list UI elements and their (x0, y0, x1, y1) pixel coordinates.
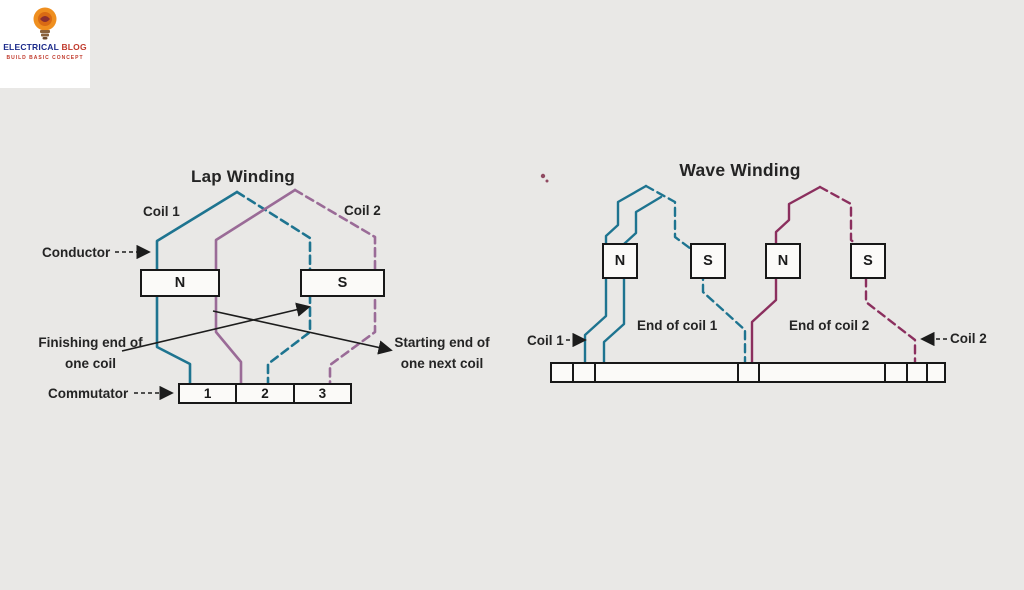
lap-coil2-solid-line (214, 188, 297, 389)
finishing-end-line2: one coil (64, 356, 116, 371)
lap-south-pole-label: S (337, 275, 348, 291)
commutator-segment-line (884, 364, 886, 381)
wave-commutator-bar (550, 362, 946, 383)
commutator-segment-line (594, 364, 596, 381)
commutator-segment: 3 (292, 385, 350, 402)
commutator-segment-line (906, 364, 908, 381)
logo-name: ELECTRICAL BLOG (3, 42, 87, 52)
finishing-end-arrow (121, 302, 311, 352)
wave-pole-s2-label: S (863, 253, 873, 269)
lap-north-pole-box: N (140, 269, 220, 297)
logo-tagline: BUILD BASIC CONCEPT (6, 55, 84, 61)
commutator-segment: 2 (235, 385, 292, 402)
wave-pole-n1-label: N (614, 253, 626, 269)
end-of-coil1-label: End of coil 1 (637, 318, 718, 333)
wave-pole-box-s1: S (690, 243, 726, 279)
electrical-blog-logo: ELECTRICAL BLOG BUILD BASIC CONCEPT (0, 0, 90, 88)
conductor-label: Conductor (42, 245, 111, 260)
lap-coil1-label: Coil 1 (143, 204, 180, 219)
commutator-segment-line (572, 364, 574, 381)
logo-name-part1: ELECTRICAL (3, 42, 59, 52)
lap-coil2-label: Coil 2 (344, 203, 381, 218)
wave-winding-title: Wave Winding (679, 160, 801, 180)
commutator-segment: 1 (203, 386, 212, 401)
finishing-end-label: Finishing end of one coil (18, 332, 163, 374)
wave-pole-box-s2: S (850, 243, 886, 279)
stray-ink-mark (540, 173, 549, 183)
finishing-end-line1: Finishing end of (38, 335, 143, 350)
starting-end-label: Starting end of one next coil (376, 332, 508, 374)
end-of-coil2-label: End of coil 2 (789, 318, 870, 333)
logo-name-part2: BLOG (61, 42, 87, 52)
wave-pole-box-n2: N (765, 243, 801, 279)
wave-coil1-label: Coil 1 (527, 333, 564, 348)
wave-coil2-label: Coil 2 (950, 331, 987, 346)
lap-coil2-dashed-line (293, 188, 377, 389)
starting-end-line1: Starting end of (394, 335, 490, 350)
commutator-segment-line (758, 364, 760, 381)
lap-coil1-dashed-line (235, 190, 312, 389)
lap-south-pole-box: S (300, 269, 385, 297)
commutator-segment-line (926, 364, 928, 381)
lap-coil1-solid-line (155, 190, 239, 389)
lap-winding-title: Lap Winding (190, 167, 296, 186)
lightbulb-icon (33, 7, 57, 40)
wave-pole-s1-label: S (703, 253, 713, 269)
wave-pole-n2-label: N (777, 253, 789, 269)
lap-north-pole-label: N (174, 275, 186, 291)
commutator-label: Commutator (48, 386, 129, 401)
starting-end-line2: one next coil (400, 356, 484, 371)
wave-pole-box-n1: N (602, 243, 638, 279)
lap-commutator-bar: 1 2 3 (178, 383, 352, 404)
wave-coil2-solid-line (750, 185, 822, 368)
commutator-segment-line (737, 364, 739, 381)
starting-end-arrow (212, 310, 393, 355)
